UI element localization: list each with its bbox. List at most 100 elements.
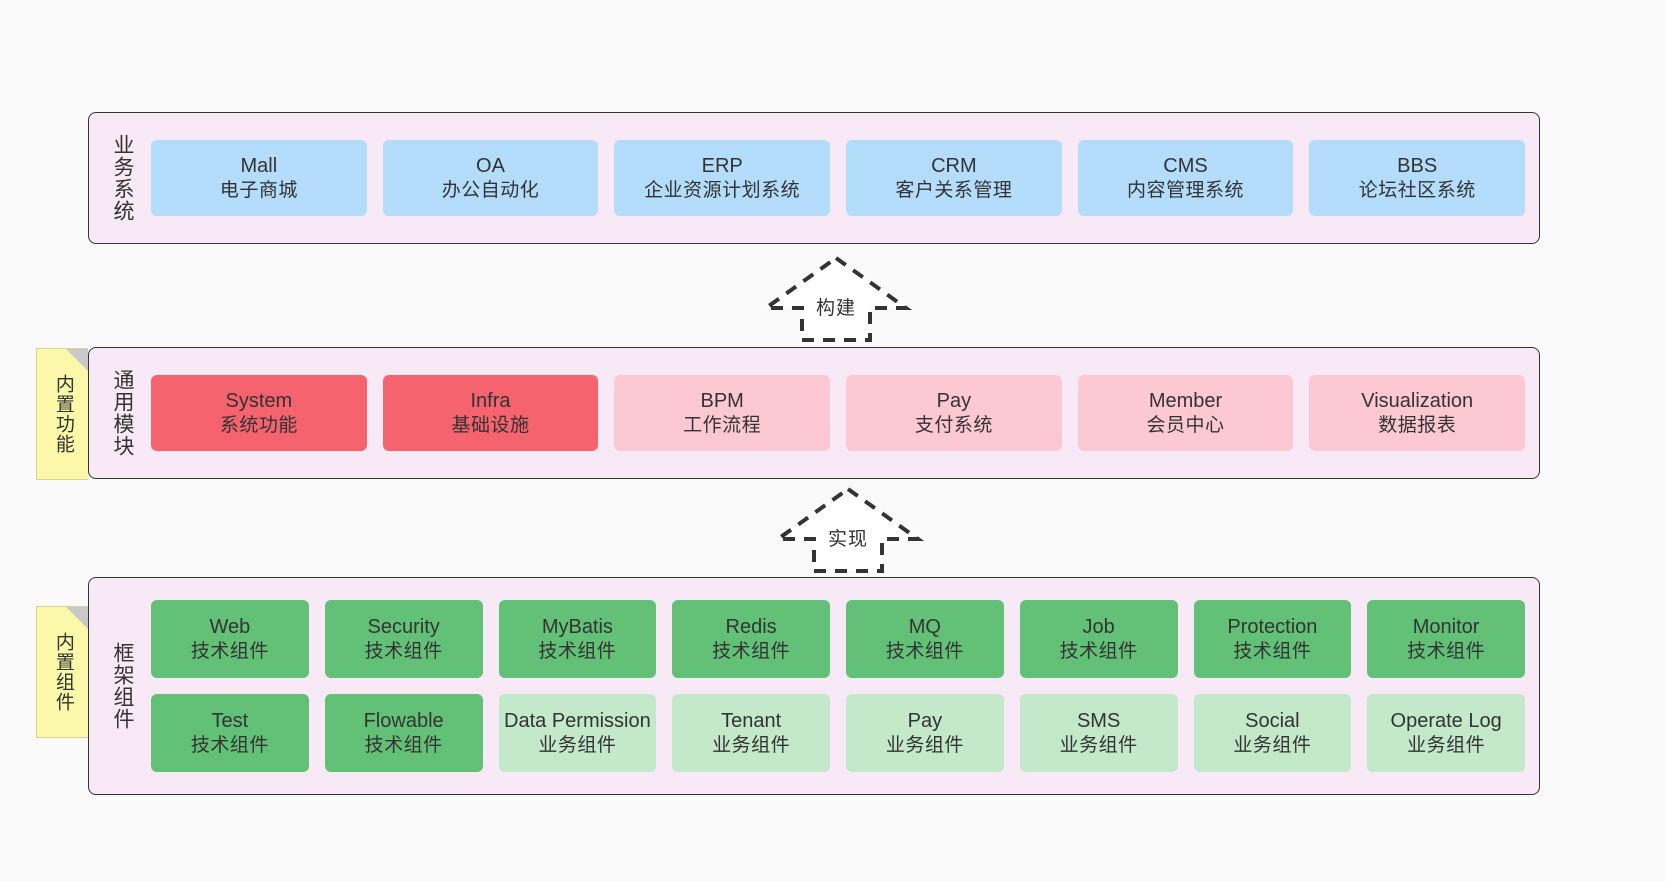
layer-title-modules: 通用模块 (110, 369, 134, 457)
card-subtitle: 技术组件 (364, 734, 443, 756)
card-title: Job (1082, 616, 1115, 639)
card-subtitle: 业务组件 (1059, 734, 1138, 756)
card-title: Protection (1227, 616, 1318, 639)
folded-corner-icon (66, 607, 88, 629)
card-subtitle: 基础设施 (451, 414, 530, 436)
card-title: System (225, 390, 293, 413)
card-title: Operate Log (1390, 710, 1502, 733)
card-title: Pay (907, 710, 943, 733)
card-title: OA (476, 155, 505, 178)
card-subtitle: 客户关系管理 (895, 179, 1013, 201)
card-title: MyBatis (541, 616, 613, 639)
card-subtitle: 内容管理系统 (1127, 179, 1245, 201)
card-title: SMS (1076, 710, 1121, 733)
card-title: CRM (931, 155, 977, 178)
card-subtitle: 论坛社区系统 (1358, 179, 1476, 201)
card-title: Social (1245, 710, 1300, 733)
card-subtitle: 业务组件 (712, 734, 791, 756)
card-subtitle: 技术组件 (190, 640, 269, 662)
card-subtitle: 技术组件 (1233, 640, 1312, 662)
card-title: Monitor (1412, 616, 1480, 639)
card-subtitle: 技术组件 (364, 640, 443, 662)
card-subtitle: 工作流程 (683, 414, 762, 436)
sticky-note-builtin-components: 内置组件 (36, 606, 88, 738)
card-subtitle: 业务组件 (885, 734, 964, 756)
card-title: BBS (1397, 155, 1438, 178)
card-subtitle: 业务组件 (538, 734, 617, 756)
card-subtitle: 企业资源计划系统 (644, 179, 801, 201)
layer-title-framework: 框架组件 (110, 642, 134, 730)
card-subtitle: 技术组件 (1407, 640, 1486, 662)
card-subtitle: 技术组件 (1059, 640, 1138, 662)
card-title: Tenant (721, 710, 782, 733)
card-title: Test (211, 710, 249, 733)
card-subtitle: 技术组件 (190, 734, 269, 756)
card-title: Security (367, 616, 440, 639)
layer-title-business: 业务系统 (110, 134, 134, 222)
card-title: Flowable (363, 710, 444, 733)
arrow-outline-shape (760, 255, 912, 342)
card-title: Pay (936, 390, 972, 413)
card-subtitle: 办公自动化 (441, 179, 540, 201)
folded-corner-icon (66, 349, 88, 371)
arrow-build-up: 构建 (760, 252, 912, 344)
card-title: Member (1148, 390, 1223, 413)
card-subtitle: 技术组件 (885, 640, 964, 662)
card-title: ERP (701, 155, 743, 178)
card-subtitle: 业务组件 (1233, 734, 1312, 756)
sticky-note-builtin-functions: 内置功能 (36, 348, 88, 480)
card-subtitle: 支付系统 (914, 414, 993, 436)
card-title: BPM (700, 390, 744, 413)
card-subtitle: 数据报表 (1378, 414, 1457, 436)
card-title: Infra (470, 390, 511, 413)
card-title: Mall (240, 155, 278, 178)
card-subtitle: 会员中心 (1146, 414, 1225, 436)
sticky-note-label: 内置组件 (52, 632, 74, 712)
card-title: Web (209, 616, 251, 639)
card-subtitle: 技术组件 (538, 640, 617, 662)
card-subtitle: 系统功能 (219, 414, 298, 436)
card-subtitle: 技术组件 (712, 640, 791, 662)
card-title: Redis (725, 616, 777, 639)
card-title: CMS (1163, 155, 1208, 178)
arrow-outline-shape (772, 486, 924, 573)
